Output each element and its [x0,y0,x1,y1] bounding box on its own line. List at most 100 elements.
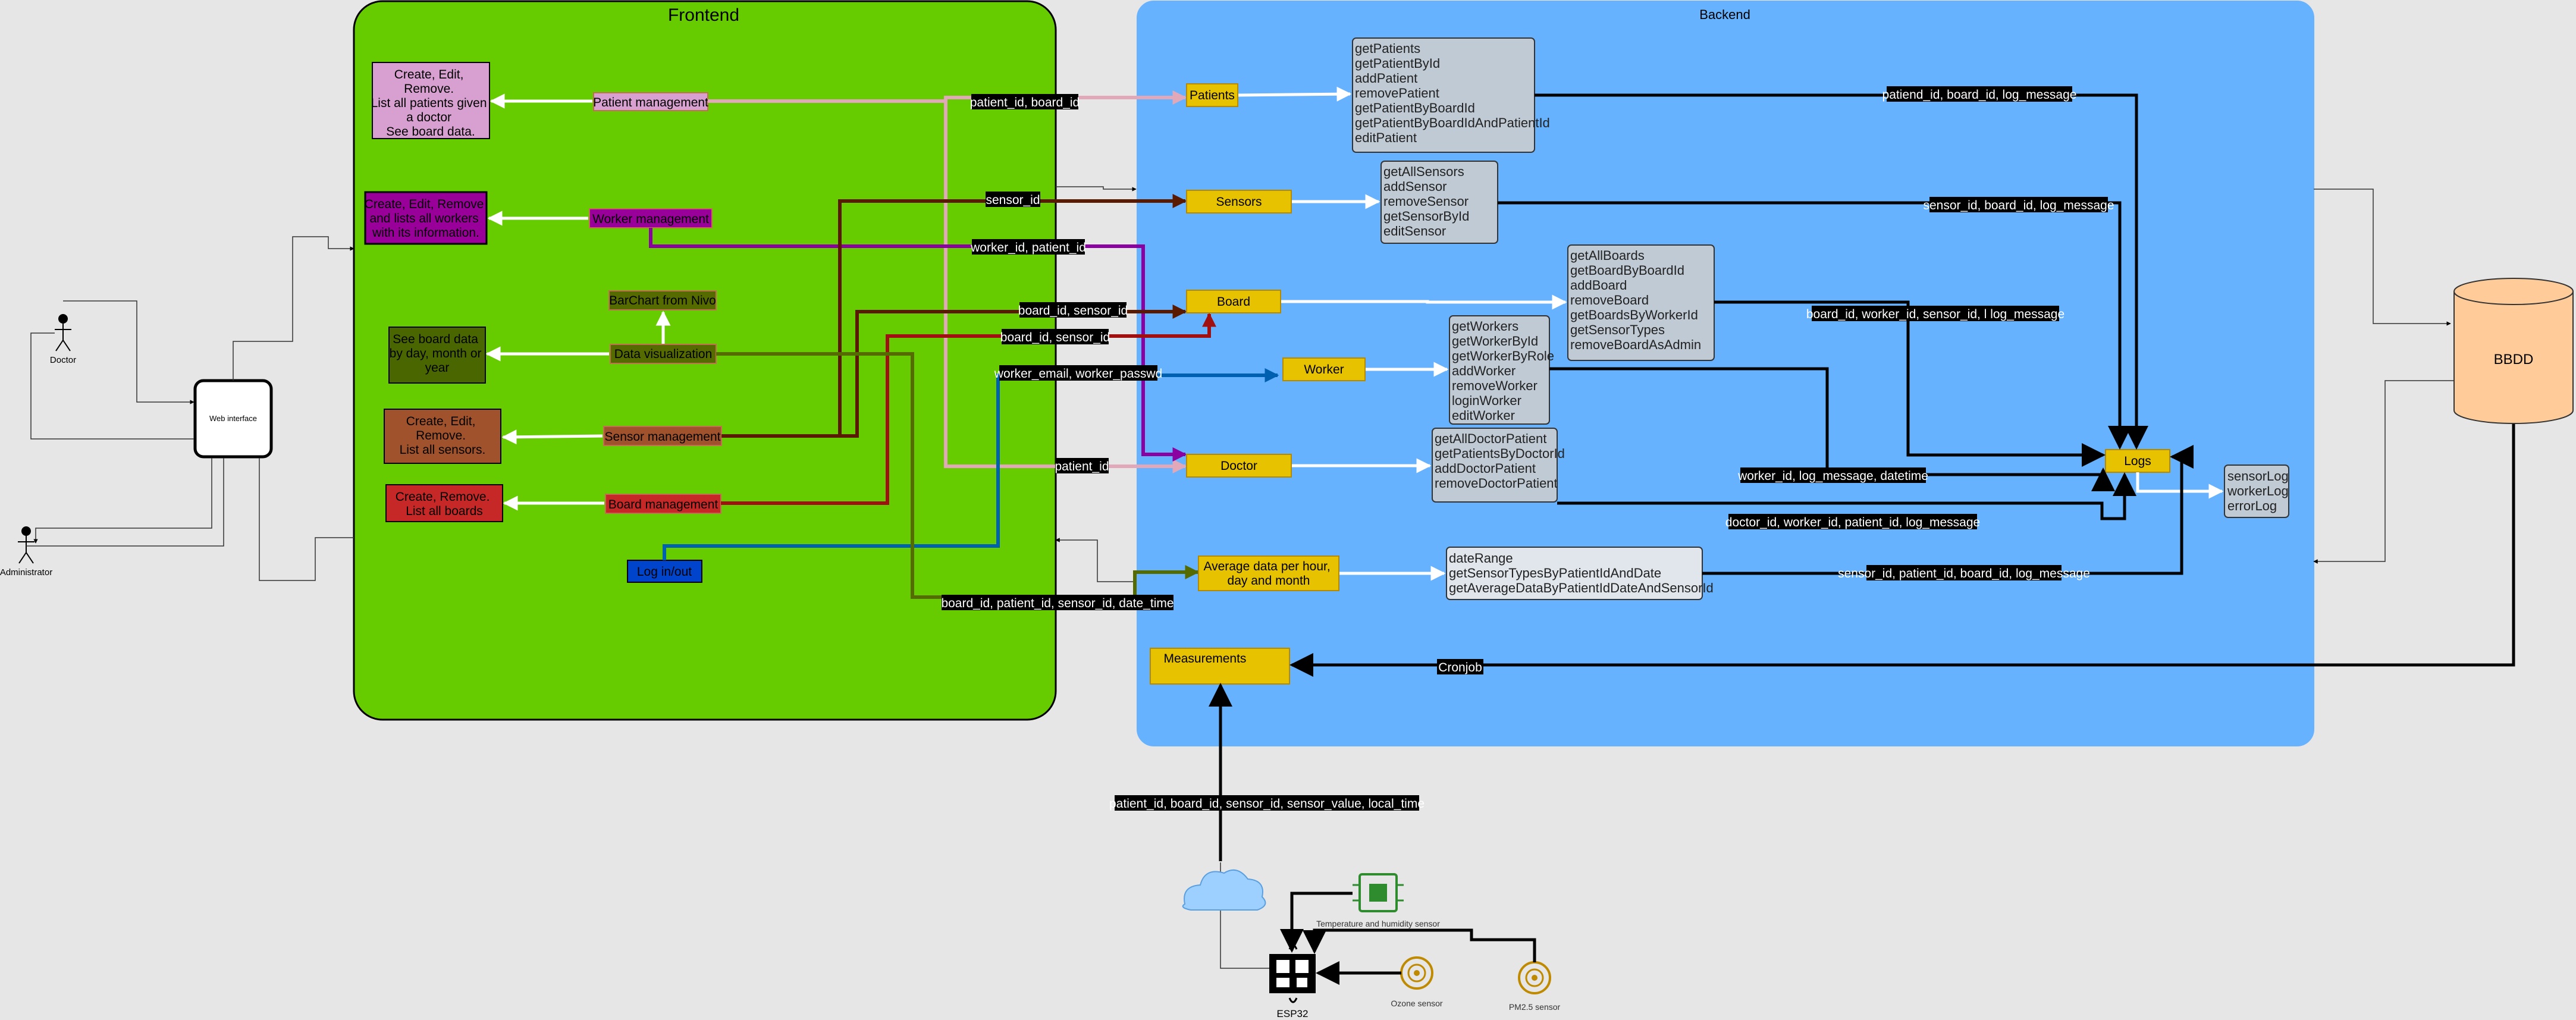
worker-management-item[interactable]: Worker management [589,208,713,228]
patients-method-1: getPatients [1355,41,1420,56]
svg-text:Create, Remove. List all: Create, Remove. List all boards [396,490,494,518]
measurements-service-label: Measurements [1164,652,1247,666]
board-method-6: getSensorTypes [1570,322,1665,337]
worker-methods-box: getWorkers getWorkerById getWorkerByRole… [1449,315,1558,425]
worker-desc-box: Create, Edit, Remove and lists all worke… [364,191,488,245]
log-tables-box: sensorLog workerLog errorLog [2224,465,2292,518]
worker-desc-line-3: with its information. [372,226,479,240]
board-desc-box: Create, Remove. List all boards [385,484,503,522]
patient-management-item[interactable]: Patient management [593,92,708,111]
patients-method-6: getPatientByBoardIdAndPatientId [1355,115,1550,130]
svg-text:Create, Edit, Remove and: Create, Edit, Remove and lists all worke… [365,197,488,240]
edge-label-worker-email: worker_email, worker_passwd [994,365,1162,381]
patient-desc-box: Create, Edit, Remove. List all patients … [371,62,490,139]
logs-service[interactable]: Logs [2105,449,2170,473]
board-desc-line-2: List all boards [406,504,483,518]
worker-service[interactable]: Worker [1282,357,1366,381]
doctor-method-3: addDoctorPatient [1435,461,1536,476]
svg-text:Create, Edit, Remove.: Create, Edit, Remove. List all sensors. [400,415,486,457]
database-cylinder: BBDD [2453,278,2574,424]
data-desc-line-3: year [425,361,450,375]
board-method-3: addBoard [1570,278,1627,293]
edge-label-worker-email-text: worker_email, worker_passwd [994,367,1162,381]
edge-label-board-log-text: board_id, worker_id, sensor_id, l log_me… [1806,307,2064,321]
sensor-desc-line-1: Create, Edit, [406,415,476,428]
sensors-method-5: editSensor [1383,224,1446,238]
board-method-7: removeBoardAsAdmin [1570,337,1701,352]
patient-desc-line-2: Remove. [404,82,454,96]
doctor-service[interactable]: Doctor [1186,454,1292,478]
patients-method-3: addPatient [1355,71,1417,86]
patient-desc-line-1: Create, Edit, [394,68,464,81]
edge-label-worker-log-text: worker_id, log_message, datetime [1737,469,1928,483]
board-management-item[interactable]: Board management [605,494,721,514]
data-desc-line-2: by day, month or [390,347,482,360]
average-service-line-1: Average data per hour, [1203,560,1330,573]
web-interface[interactable]: Web interface [193,379,273,459]
patients-method-7: editPatient [1355,130,1417,145]
edge-label-board-sensor-1: board_id, sensor_id [1018,302,1128,318]
esp32-label: ESP32 [1277,1008,1309,1019]
edge-label-worker-patient-text: worker_id, patient_id [970,241,1086,255]
edge-label-patient-board: patient_id, board_id [970,94,1080,109]
edge-label-board-sensor-1-text: board_id, sensor_id [1018,304,1128,318]
svg-text:Average data per hour, d: Average data per hour, day and month [1203,560,1334,588]
patients-service[interactable]: Patients [1186,83,1238,107]
worker-method-6: loginWorker [1452,393,1521,408]
worker-desc-line-2: and lists all workers [369,212,478,225]
average-method-1: dateRange [1449,551,1513,566]
average-service[interactable]: Average data per hour, day and month [1198,555,1339,591]
worker-method-5: removeWorker [1452,378,1538,393]
board-service-label: Board [1217,295,1250,309]
doctor-method-2: getPatientsByDoctorId [1435,446,1565,461]
device-connectors [1280,892,1536,985]
edge-label-patient-board-text: patient_id, board_id [970,96,1080,109]
sensors-methods-box: getAllSensors addSensor removeSensor get… [1380,161,1498,244]
edge-label-average-log: sensor_id, patient_id, board_id, log_mes… [1838,565,2090,580]
edge-label-board-patient-sensor-date-text: board_id, patient_id, sensor_id, date_ti… [941,597,1174,610]
worker-method-7: editWorker [1452,408,1515,423]
edge-label-board-log: board_id, worker_id, sensor_id, l log_me… [1806,306,2064,321]
patients-service-label: Patients [1190,89,1235,102]
edge-label-board-patient-sensor-date: board_id, patient_id, sensor_id, date_ti… [941,595,1174,610]
patients-methods-box: getPatients getPatientById addPatient re… [1352,37,1550,153]
doctor-actor: Doctor [50,314,76,365]
svg-text:getAllBoards getBoardByB: getAllBoards getBoardByBoardId addBoard … [1570,248,1702,352]
data-visualization-item[interactable]: Data visualization [610,344,717,364]
sensors-service[interactable]: Sensors [1186,190,1292,214]
ozone-sensor-icon: Ozone sensor [1391,956,1443,1008]
sensors-method-3: removeSensor [1383,194,1469,209]
barchart-item[interactable]: BarChart from Nivo [608,290,717,310]
log-table-2: workerLog [2227,484,2289,498]
barchart-label: BarChart from Nivo [609,294,716,307]
board-method-4: removeBoard [1570,293,1649,307]
edge-label-sensor-id-text: sensor_id [986,193,1040,207]
edge-label-cronjob-text: Cronjob [1438,661,1482,674]
sensor-desc-line-3: List all sensors. [400,443,486,457]
patients-method-5: getPatientByBoardId [1355,101,1475,115]
svg-text:getWorkers getWorkerById: getWorkers getWorkerById getWorkerByRole… [1452,319,1558,423]
edge-label-cronjob: Cronjob [1437,659,1483,674]
doctor-actor-label: Doctor [50,355,76,365]
edge-label-doctor-log-text: doctor_id, worker_id, patient_id, log_me… [1725,516,1980,529]
sensor-desc-line-2: Remove. [416,429,466,442]
svg-text:getAllSensors addSensor: getAllSensors addSensor removeSensor get… [1383,164,1473,238]
patients-method-2: getPatientById [1355,56,1440,71]
login-item[interactable]: Log in/out [627,560,702,583]
patient-desc-line-4: a doctor [406,111,451,124]
administrator-actor-label: Administrator [0,567,52,578]
pm25-sensor-label: PM2.5 sensor [1509,1002,1561,1012]
edge-label-sensor-log: sensor_id, board_id, log_message [1923,197,2114,212]
measurements-service[interactable]: Measurements [1150,648,1290,685]
board-method-5: getBoardsByWorkerId [1570,307,1698,322]
sensor-management-item[interactable]: Sensor management [603,426,722,446]
board-service[interactable]: Board [1186,290,1281,313]
edge-label-board-sensor-2-text: board_id, sensor_id [1000,331,1110,344]
doctor-service-label: Doctor [1220,459,1257,473]
frontend-white-arrows [485,93,671,511]
patient-desc-line-5: See board data. [386,125,475,139]
sensors-service-label: Sensors [1216,195,1262,209]
edge-label-average-log-text: sensor_id, patient_id, board_id, log_mes… [1838,567,2090,580]
sensors-method-4: getSensorById [1383,209,1469,224]
svg-text:sensorLog workerLog: sensorLog workerLog errorLog [2227,469,2292,513]
